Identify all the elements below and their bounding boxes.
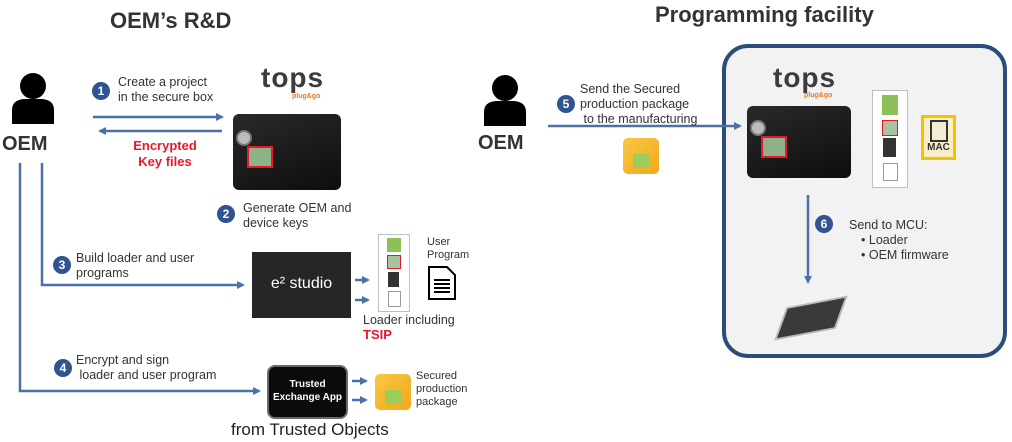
exchange-app-line: Exchange App	[272, 392, 343, 403]
tops-tagline: plug&go	[292, 93, 321, 100]
chameleon-sticker-icon-facility	[761, 136, 787, 158]
tops-secure-box-device	[233, 114, 341, 190]
arrow-to-trusted-app	[18, 163, 261, 395]
package-line: package	[416, 396, 458, 408]
bullet-glyph: •	[861, 248, 866, 262]
bullet-oem-firmware: OEM firmware	[868, 248, 949, 262]
step-4-line-2: loader and user program	[76, 368, 217, 382]
user-line: User	[427, 236, 451, 248]
chameleon-sticker-icon	[247, 146, 273, 168]
step-4-badge: 4	[54, 359, 72, 377]
step-6-text: Send to MCU: • Loader • OEM firmware	[849, 218, 949, 263]
programming-facility-panel	[722, 44, 1007, 358]
loader-including-label: Loader including	[363, 313, 455, 327]
step-1-badge: 1	[92, 82, 110, 100]
key-mac-icon	[387, 238, 401, 252]
package-in-transit-zip-icon	[623, 138, 659, 174]
step-1-line-1: Create a project	[118, 75, 207, 89]
mac-label: MAC	[927, 142, 950, 153]
padlock-icon	[385, 390, 401, 404]
step-2-text: Generate OEM and device keys	[243, 201, 351, 231]
power-button-icon	[236, 130, 252, 146]
secured-package-zip-icon	[375, 374, 411, 410]
mac-doc-glyph	[930, 120, 948, 142]
step-5-text: Send the Secured production package to t…	[580, 82, 697, 127]
oem-person-icon-right	[484, 75, 526, 126]
step-5-badge: 5	[557, 95, 575, 113]
step-6-badge: 6	[815, 215, 833, 233]
chameleon-file-icon-facility	[882, 120, 898, 136]
step-6-line-1: Send to MCU:	[849, 218, 928, 232]
user-program-label: User Program	[427, 236, 469, 262]
step-2-line-2: device keys	[243, 216, 309, 230]
tops-logo: tops	[261, 62, 325, 93]
from-trusted-objects-label: from Trusted Objects	[231, 420, 389, 439]
tops-tagline-facility: plug&go	[804, 92, 833, 99]
mac-document-icon: MAC	[921, 115, 956, 160]
loader-file-stack-facility	[872, 90, 908, 188]
step-5-line-3: to the manufacturing	[580, 112, 698, 126]
program-line: Program	[427, 249, 470, 261]
oem-actor-label-right: OEM	[478, 132, 524, 154]
step-3-badge: 3	[53, 256, 71, 274]
tsip-label: TSIP	[363, 327, 392, 342]
step-3-text: Build loader and user programs	[76, 251, 194, 281]
user-program-document-icon	[428, 266, 456, 300]
bullet-loader: Loader	[868, 233, 908, 247]
encrypted-line: Encrypted	[133, 138, 197, 153]
binary-file-icon-facility	[883, 138, 896, 157]
oem-actor-label: OEM	[2, 133, 48, 155]
padlock-icon-transit	[633, 154, 649, 168]
tops-secure-box-device-facility	[747, 106, 851, 178]
binary-file-icon	[388, 272, 399, 287]
key-mac-icon-facility	[882, 95, 898, 115]
trusted-line: Trusted	[289, 379, 326, 390]
key-files-line: Key files	[138, 154, 192, 169]
chameleon-file-icon	[387, 255, 401, 269]
step-5-line-1: Send the Secured	[580, 82, 681, 96]
step-3-line-1: Build loader and user	[76, 251, 195, 265]
step-1-text: Create a project in the secure box	[118, 75, 213, 105]
power-button-icon-facility	[750, 120, 766, 136]
step-2-badge: 2	[217, 205, 235, 223]
e2-studio-logo: e² studio	[252, 252, 351, 318]
blank-file-icon-facility	[883, 163, 898, 181]
step-6-bullet-2: • OEM firmware	[849, 248, 949, 263]
step-5-line-2: production package	[580, 97, 690, 111]
secured-line: Secured	[416, 370, 457, 382]
step-4-line-1: Encrypt and sign	[76, 353, 170, 367]
step-1-line-2: in the secure box	[118, 90, 214, 104]
encrypted-key-files-label: Encrypted Key files	[120, 138, 210, 170]
e2-studio-text: e² studio	[270, 275, 333, 292]
step-4-text: Encrypt and sign loader and user program	[76, 353, 216, 383]
trusted-exchange-app: Trusted Exchange App	[267, 365, 348, 419]
step-3-line-2: programs	[76, 266, 129, 280]
arrow-to-e2studio	[40, 163, 245, 289]
blank-file-icon	[388, 291, 401, 307]
secured-production-package-label: Secured production package	[416, 370, 467, 409]
tops-logo-facility: tops	[773, 62, 837, 93]
oem-person-icon	[12, 73, 54, 124]
loader-file-stack	[378, 234, 410, 312]
rd-section-title: OEM’s R&D	[110, 8, 232, 33]
bullet-glyph: •	[861, 233, 866, 247]
step-6-bullet-1: • Loader	[849, 233, 949, 248]
step-2-line-1: Generate OEM and	[243, 201, 352, 215]
production-line: production	[416, 383, 468, 395]
facility-section-title: Programming facility	[655, 2, 874, 27]
